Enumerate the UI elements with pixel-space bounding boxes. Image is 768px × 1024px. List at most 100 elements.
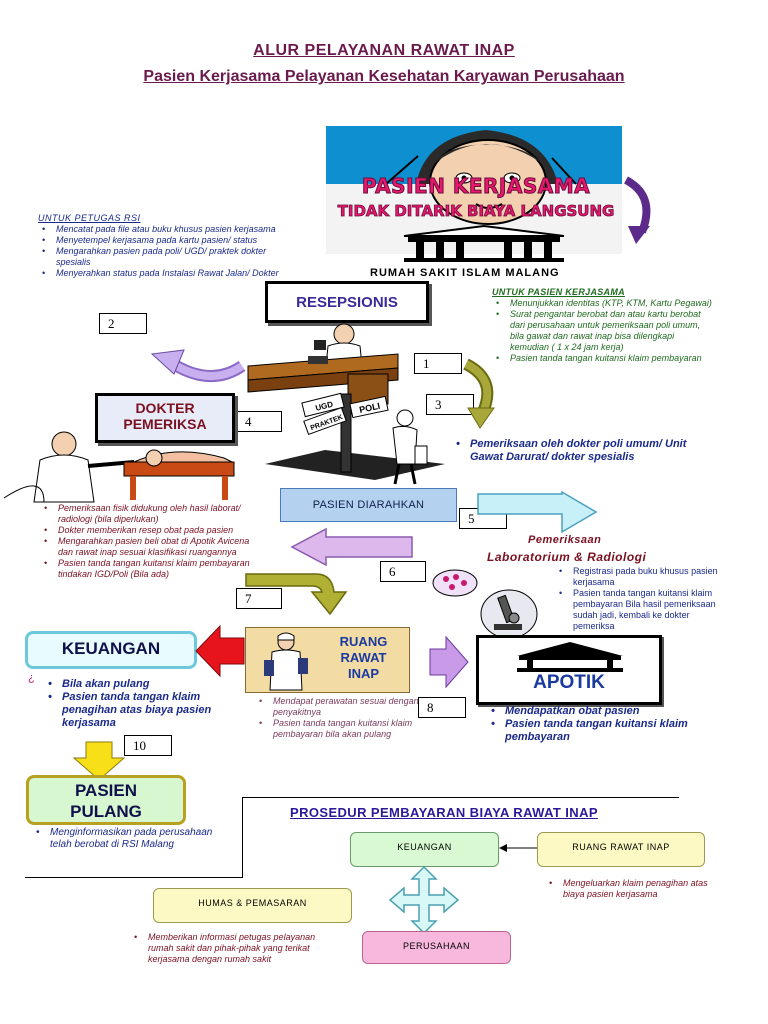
ruang-label-1: RUANG [339, 634, 388, 649]
doctor-portrait-icon [326, 126, 622, 254]
proc-ruang-note: Mengeluarkan klaim penagihan atas biaya … [545, 878, 725, 900]
petugas-item: Mencatat pada file atau buku khusus pasi… [42, 224, 288, 235]
pasien-notes-list: Menunjukkan identitas (KTP, KTM, Kartu P… [492, 298, 714, 364]
pemeriksaan-note: Pemeriksaan oleh dokter poli umum/ Unit … [452, 438, 692, 464]
dokter-notes-item: Pemeriksaan fisik didukung oleh hasil la… [44, 503, 250, 525]
page-subtitle: Pasien Kerjasama Pelayanan Kesehatan Kar… [143, 68, 625, 85]
dokter-box: DOKTER PEMERIKSA [95, 393, 235, 443]
proc-ruang-note-list: Mengeluarkan klaim penagihan atas biaya … [545, 878, 725, 900]
pasien-notes-item: Pasien tanda tangan kuitansi klaim pemba… [496, 353, 714, 364]
apotik-notes-item: Pasien tanda tangan kuitansi klaim pemba… [491, 718, 707, 744]
proc-humas-label: HUMAS & PEMASARAN [198, 898, 307, 908]
petugas-notes: UNTUK PETUGAS RSI Mencatat pada file ata… [38, 213, 288, 279]
proc-ruang: RUANG RAWAT INAP [537, 832, 705, 867]
proc-humas-note-item: Memberikan informasi petugas pelayanan r… [134, 932, 338, 965]
arrow-left-icon [290, 527, 413, 567]
divider-left [242, 797, 243, 877]
ruang-label-3: INAP [347, 666, 380, 681]
dokter-notes-item: Mengarahkan pasien beli obat di Apotik A… [44, 536, 250, 558]
banner: PASIEN KERJASAMA TIDAK DITARIK BIAYA LAN… [326, 126, 622, 276]
keuangan-notes-item: Bila akan pulang [48, 678, 234, 691]
doctor-examining-icon [3, 431, 235, 503]
keuangan-notes: Bila akan pulang Pasien tanda tangan kla… [44, 678, 234, 730]
proc-keuangan: KEUANGAN [350, 832, 499, 867]
ruang-notes: Mendapat perawatan sesuai dengan penyaki… [255, 696, 420, 740]
step-number-2: 2 [99, 313, 147, 334]
step-number-3: 3 [426, 394, 474, 415]
banner-line2: TIDAK DITARIK BIAYA LANGSUNG [337, 202, 615, 221]
sign-ugd: UGD [315, 400, 335, 413]
keuangan-box: KEUANGAN [25, 631, 197, 669]
step-number-10: 10 [124, 735, 172, 756]
pasien-diarahkan-label: PASIEN DIARAHKAN [312, 499, 425, 511]
pulang-box: PASIEN PULANG [26, 775, 186, 825]
step-number-1: 1 [414, 353, 462, 374]
sign-poli: POLI [358, 401, 381, 415]
step-number-8: 8 [418, 697, 466, 718]
lab-title-1: Pemeriksaan [528, 534, 602, 546]
petugas-item: Menyerahkan status pada Instalasi Rawat … [42, 268, 288, 279]
step-number-7: 7 [236, 588, 282, 609]
arrow-to-lab-icon [477, 490, 598, 534]
dokter-label-2: PEMERIKSA [123, 416, 207, 432]
pemeriksaan-item: Pemeriksaan oleh dokter poli umum/ Unit … [456, 438, 692, 464]
proc-perusahaan: PERUSAHAAN [362, 931, 511, 964]
hospital-name: RUMAH SAKIT ISLAM MALANG [370, 267, 560, 279]
apotik-label: APOTIK [533, 672, 605, 693]
step-number-6: 6 [380, 561, 426, 582]
patient-walking-icon [392, 409, 428, 485]
curved-arrow-2-icon [150, 349, 246, 382]
curved-arrow-3-icon [463, 358, 495, 429]
resepsionis-label: RESEPSIONIS [296, 293, 398, 311]
pharmacy-building-icon [517, 642, 623, 672]
proc-humas-note: Memberikan informasi petugas pelayanan r… [130, 932, 338, 965]
ruang-notes-item: Pasien tanda tangan kuitansi klaim pemba… [259, 718, 420, 740]
nurse-icon [264, 632, 308, 691]
arrow-to-pulang-icon [72, 741, 126, 781]
ruang-notes-list: Mendapat perawatan sesuai dengan penyaki… [255, 696, 420, 740]
arrow-bent-icon [245, 573, 348, 616]
pasien-notes-item: Surat pengantar berobat dan atau kartu b… [496, 309, 714, 353]
signpost-icon: UGD PRAKTEK POLI [265, 392, 445, 485]
dokter-notes-item: Dokter memberikan resep obat pada pasien [44, 525, 250, 536]
lab-title-2: Laboratorium & Radiologi [487, 550, 647, 564]
arrow-to-apotik-icon [429, 635, 469, 689]
lab-notes: Registrasi pada buku khusus pasien kerja… [555, 566, 720, 632]
dokter-notes-list: Pemeriksaan fisik didukung oleh hasil la… [40, 503, 250, 580]
proc-ruang-note-item: Mengeluarkan klaim penagihan atas biaya … [549, 878, 725, 900]
apotik-notes-item: Mendapatkan obat pasien [491, 705, 707, 718]
ruang-box: RUANG RAWAT INAP [245, 627, 410, 693]
medicine-tray-icon [432, 569, 478, 597]
petugas-item: Menyetempel kerjasama pada kartu pasien/… [42, 235, 288, 246]
pemeriksaan-list: Pemeriksaan oleh dokter poli umum/ Unit … [452, 438, 692, 464]
proc-fourway-arrow-icon [388, 865, 460, 935]
proc-arrow-icon [499, 844, 537, 852]
prosedur-title: PROSEDUR PEMBAYARAN BIAYA RAWAT INAP [290, 805, 598, 820]
lab-notes-item: Pasien tanda tangan kuitansi klaim pemba… [559, 588, 720, 632]
dokter-notes-item: Pasien tanda tangan kuitansi klaim pemba… [44, 558, 250, 580]
curved-arrow-icon [623, 176, 651, 244]
proc-humas-note-list: Memberikan informasi petugas pelayanan r… [130, 932, 338, 965]
keuangan-mark: ¿ [28, 672, 35, 684]
divider-top [242, 797, 679, 798]
apotik-notes: Mendapatkan obat pasien Pasien tanda tan… [487, 705, 707, 744]
pasien-diarahkan-box: PASIEN DIARAHKAN [280, 488, 457, 522]
pulang-notes: Menginformasikan pada perusahaan telah b… [32, 827, 232, 851]
pasien-notes-title: UNTUK PASIEN KERJASAMA [492, 287, 625, 297]
proc-keuangan-label: KEUANGAN [397, 842, 452, 852]
page-title: ALUR PELAYANAN RAWAT INAP [253, 42, 515, 59]
pasien-notes-item: Menunjukkan identitas (KTP, KTM, Kartu P… [496, 298, 714, 309]
lab-notes-item: Registrasi pada buku khusus pasien kerja… [559, 566, 720, 588]
hospital-building-icon [403, 224, 565, 267]
keuangan-notes-list: Bila akan pulang Pasien tanda tangan kla… [44, 678, 234, 730]
petugas-title: UNTUK PETUGAS RSI [38, 213, 141, 223]
pulang-notes-list: Menginformasikan pada perusahaan telah b… [32, 827, 232, 851]
keuangan-notes-item: Pasien tanda tangan klaim penagihan atas… [48, 691, 234, 730]
pulang-label-2: PULANG [70, 802, 142, 821]
proc-perusahaan-label: PERUSAHAAN [402, 941, 470, 951]
ruang-notes-item: Mendapat perawatan sesuai dengan penyaki… [259, 696, 420, 718]
lab-notes-list: Registrasi pada buku khusus pasien kerja… [555, 566, 720, 632]
proc-ruang-label: RUANG RAWAT INAP [572, 842, 670, 852]
petugas-item: Mengarahkan pasien pada poli/ UGD/ prakt… [42, 246, 288, 268]
microscope-icon [480, 589, 538, 639]
